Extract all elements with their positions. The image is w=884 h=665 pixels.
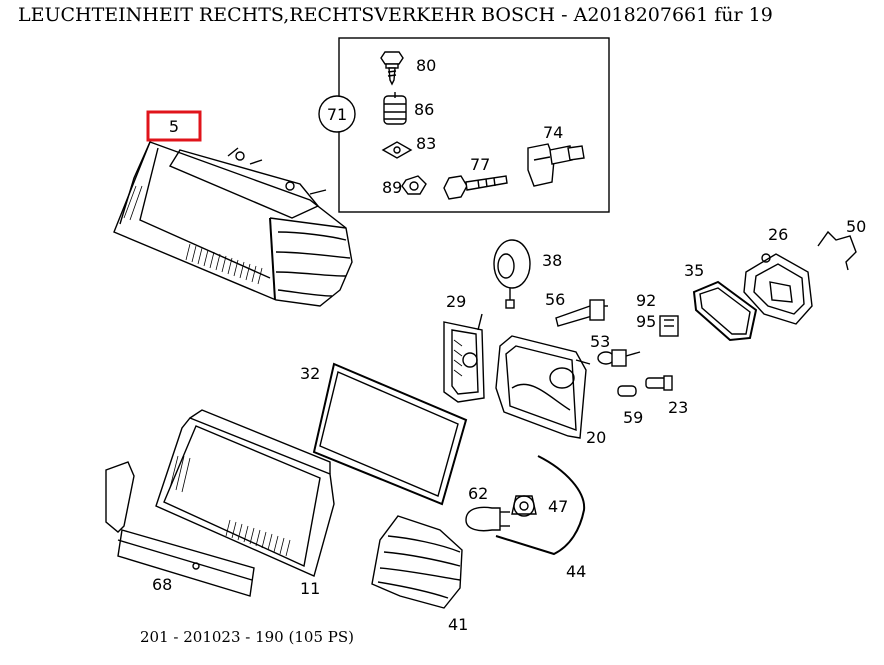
part-41-indicator-lens-icon [371, 515, 463, 609]
part-label-53[interactable]: 53 [590, 332, 610, 351]
part-5-headlamp-assembly [113, 141, 353, 307]
part-20-reflector-icon [495, 335, 591, 439]
part-label-74[interactable]: 74 [543, 123, 563, 142]
part-label-35[interactable]: 35 [684, 261, 704, 280]
part-label-71[interactable]: 71 [327, 105, 347, 124]
part-label-41[interactable]: 41 [448, 615, 468, 634]
part-77-bolt-icon [443, 175, 508, 200]
part-label-62[interactable]: 62 [468, 484, 488, 503]
part-label-5[interactable]: 5 [169, 117, 179, 136]
part-label-56[interactable]: 56 [545, 290, 565, 309]
diagram-title: LEUCHTEINHEIT RECHTS,RECHTSVERKEHR BOSCH… [18, 4, 773, 26]
part-92-95-connector-icon [659, 315, 679, 337]
part-label-86[interactable]: 86 [414, 100, 434, 119]
part-label-32[interactable]: 32 [300, 364, 320, 383]
part-11-lens-icon [155, 409, 335, 577]
part-label-26[interactable]: 26 [768, 225, 788, 244]
part-label-80[interactable]: 80 [416, 56, 436, 75]
part-label-59[interactable]: 59 [623, 408, 643, 427]
part-label-23[interactable]: 23 [668, 398, 688, 417]
part-label-38[interactable]: 38 [542, 251, 562, 270]
part-68-trim-strip-icon [105, 461, 255, 597]
part-label-29[interactable]: 29 [446, 292, 466, 311]
part-74-adjuster-icon [527, 143, 585, 187]
part-label-44[interactable]: 44 [566, 562, 586, 581]
part-23-bulb-icon [645, 375, 673, 391]
part-62-bulb-icon [465, 506, 510, 532]
part-label-77[interactable]: 77 [470, 155, 490, 174]
part-label-92[interactable]: 92 [636, 291, 656, 310]
part-80-screw-icon [380, 51, 404, 86]
part-44-seal-icon [495, 455, 586, 556]
callout-71-circle [318, 95, 356, 133]
part-47-socket-icon [511, 495, 537, 517]
part-label-11[interactable]: 11 [300, 579, 320, 598]
part-53-bulb-icon [597, 349, 641, 367]
part-26-fog-lamp-icon [743, 253, 813, 325]
part-59-bulb-icon [617, 385, 637, 397]
part-label-95[interactable]: 95 [636, 312, 656, 331]
part-label-89[interactable]: 89 [382, 178, 402, 197]
part-35-gasket-icon [692, 280, 758, 342]
part-56-bulb-icon [555, 299, 608, 327]
diagram-footer: 201 - 201023 - 190 (105 PS) [140, 628, 354, 646]
part-label-83[interactable]: 83 [416, 134, 436, 153]
part-89-nut-icon [401, 175, 427, 195]
part-86-clip-icon [383, 92, 407, 125]
part-29-reflector-icon [443, 313, 485, 403]
part-label-50[interactable]: 50 [846, 217, 866, 236]
part-38-socket-icon [493, 239, 531, 309]
part-5-highlight-box [146, 110, 202, 142]
part-32-lens-gasket-icon [312, 362, 468, 506]
part-50-clip-icon [817, 230, 857, 271]
part-label-68[interactable]: 68 [152, 575, 172, 594]
part-83-nut-icon [381, 141, 413, 159]
part-label-47[interactable]: 47 [548, 497, 568, 516]
part-label-20[interactable]: 20 [586, 428, 606, 447]
